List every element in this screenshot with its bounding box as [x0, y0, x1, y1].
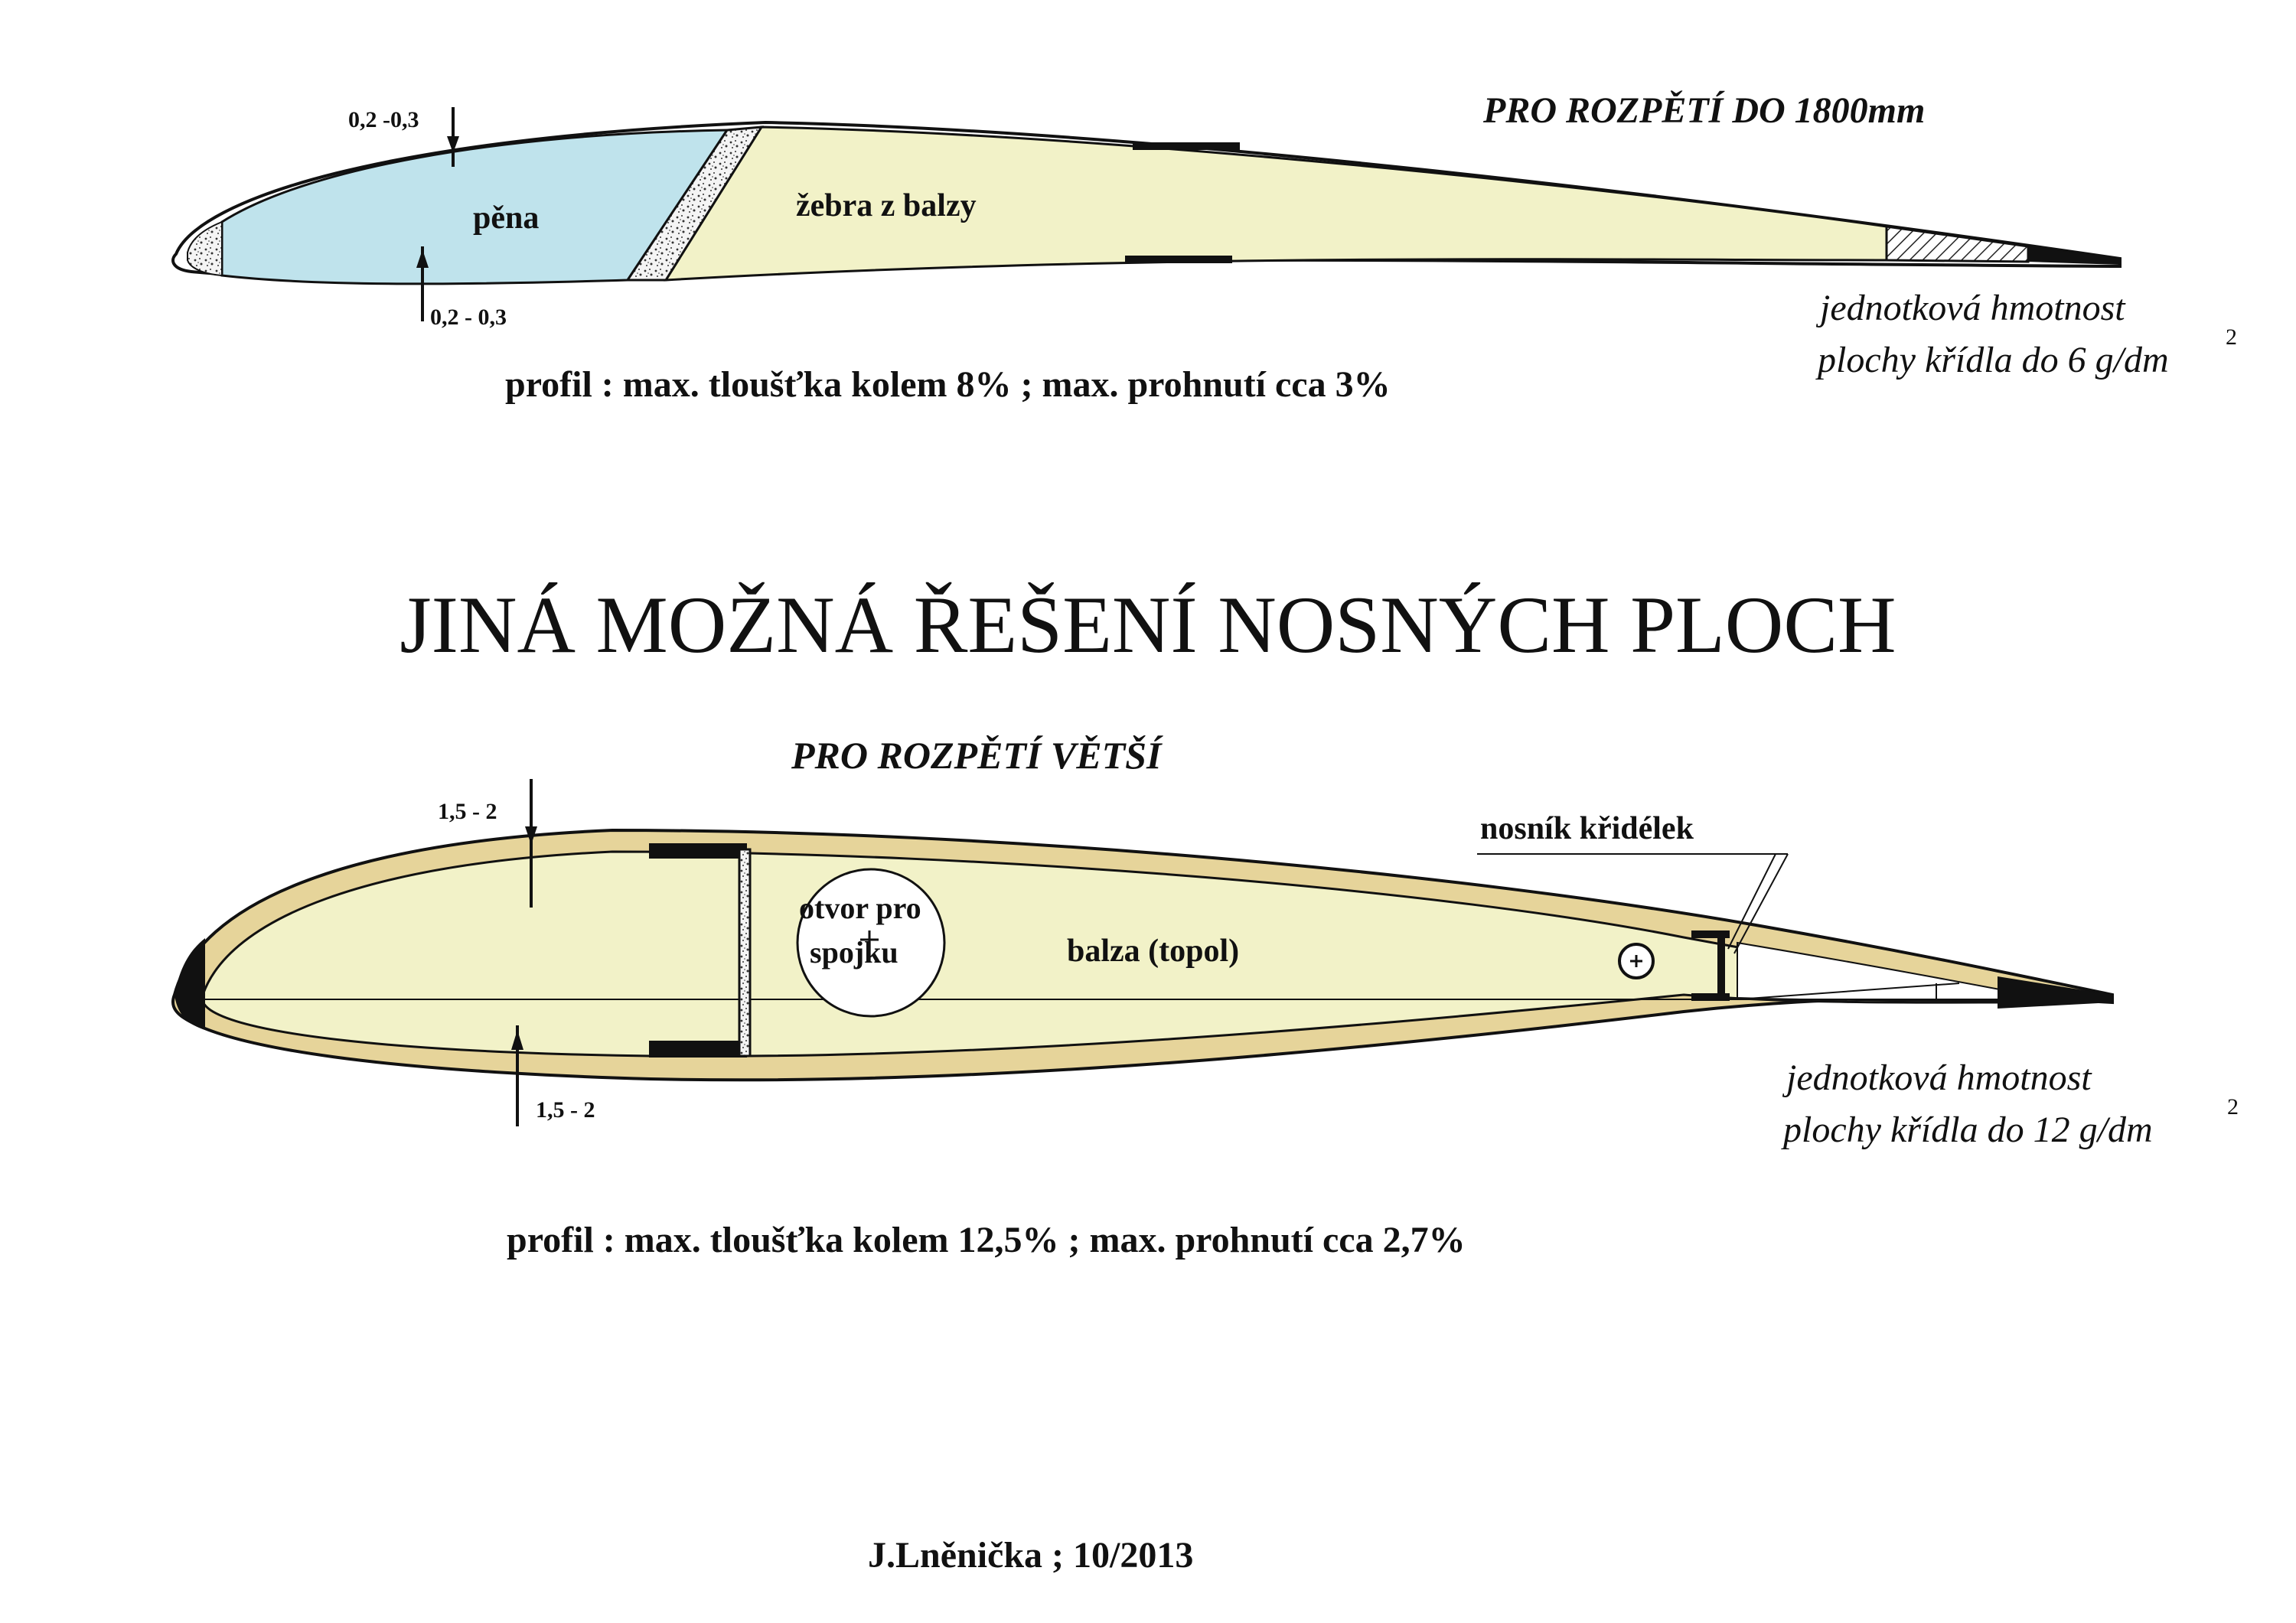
aileron-spar-cap-lower	[1691, 993, 1730, 1001]
aileron-spar-web	[1717, 934, 1725, 998]
balsa-label: balza (topol)	[1067, 934, 1239, 969]
top-foam-label: pěna	[473, 200, 539, 236]
joiner-hole-label-1: otvor pro	[799, 891, 921, 925]
top-mass-line2: plochy křídla do 6 g/dm	[1815, 340, 2169, 380]
top-dim-upper-label: 0,2 -0,3	[348, 107, 419, 132]
joiner-hole	[796, 868, 946, 1018]
author-signature: J.Lněnička ; 10/2013	[868, 1535, 1193, 1576]
top-leading-edge	[187, 220, 223, 277]
top-spar-cap-lower	[1125, 256, 1232, 263]
bottom-dim-upper-label: 1,5 - 2	[438, 799, 497, 824]
bottom-profile-text: profil : max. tloušťka kolem 12,5% ; max…	[507, 1220, 1466, 1260]
aileron-diagonal	[1737, 983, 1960, 1000]
bottom-mass-line1: jednotková hmotnost	[1782, 1058, 2092, 1098]
top-dim-lower-label: 0,2 - 0,3	[430, 305, 507, 330]
bottom-span-title: PRO ROZPĚTÍ VĚTŠÍ	[791, 734, 1163, 777]
bottom-mass-line2: plochy křídla do 12 g/dm	[1781, 1110, 2153, 1150]
main-title: JINÁ MOŽNÁ ŘEŠENÍ NOSNÝCH PLOCH	[400, 580, 1896, 670]
bottom-spar-web	[738, 848, 752, 1058]
top-wing-profile	[171, 107, 2122, 321]
joiner-hole-label-2: spojku	[810, 935, 899, 970]
bottom-spar-cap-upper	[649, 843, 747, 859]
top-trailing-edge	[2028, 246, 2120, 265]
top-spar-cap-upper	[1133, 142, 1240, 150]
top-ribs-label: žebra z balzy	[796, 188, 977, 223]
top-diagonal-strip	[625, 125, 764, 282]
aileron-spar-label: nosník křidélek	[1480, 811, 1694, 846]
aileron-spar-cap-upper	[1691, 930, 1730, 938]
top-mass-superscript: 2	[2226, 324, 2237, 350]
bottom-wing-profile	[171, 779, 2114, 1126]
bottom-mass-superscript: 2	[2227, 1094, 2239, 1119]
bottom-dim-lower-label: 1,5 - 2	[536, 1097, 595, 1123]
top-profile-text: profil : max. tloušťka kolem 8% ; max. p…	[505, 364, 1391, 405]
bottom-spar-cap-lower	[649, 1041, 747, 1058]
top-mass-line1: jednotková hmotnost	[1815, 288, 2126, 328]
bottom-trailing-edge	[1998, 976, 2112, 1009]
top-hatched-block	[1885, 225, 2030, 263]
bottom-leading-edge	[174, 938, 205, 1030]
top-span-title: PRO ROZPĚTÍ DO 1800mm	[1482, 90, 1925, 131]
